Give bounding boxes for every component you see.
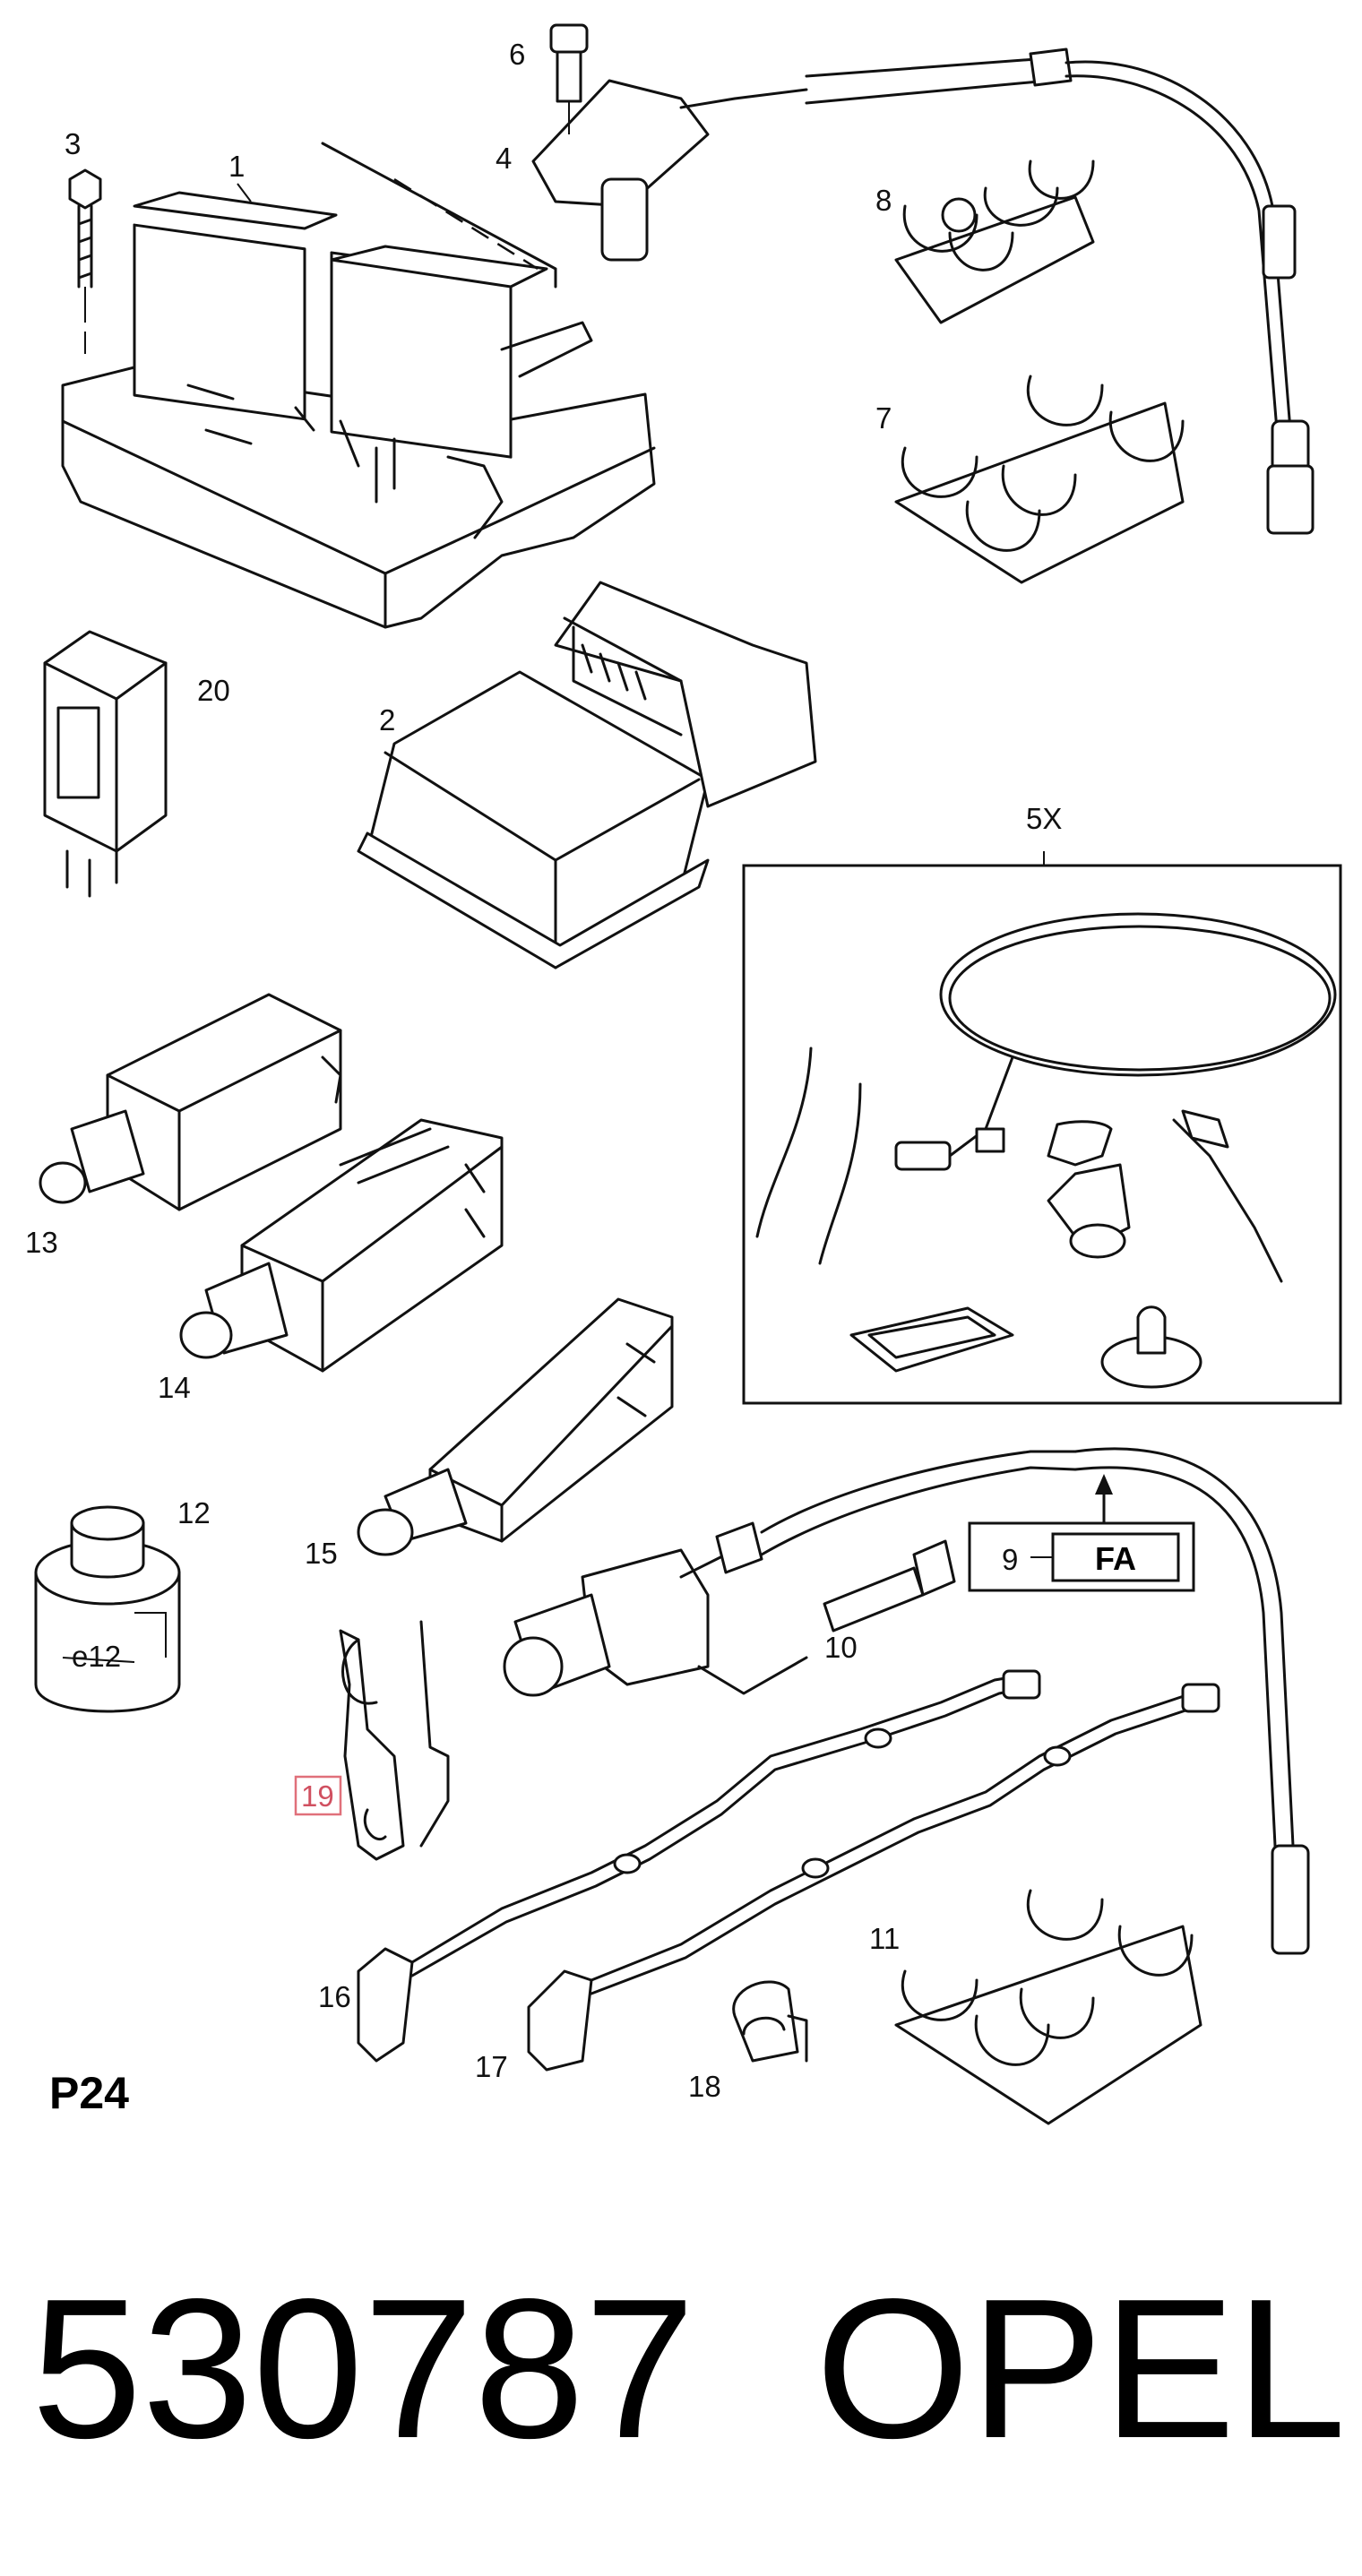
part-5x-repair-kit xyxy=(742,851,1342,1405)
callout-16: 16 xyxy=(318,1980,351,2013)
part-8-clip xyxy=(894,159,1095,324)
part-11-clip xyxy=(894,1889,1203,2125)
svg-text:e12: e12 xyxy=(72,1640,121,1673)
fa-label-text: FA xyxy=(1095,1540,1136,1577)
part-15-switch xyxy=(357,1297,674,1556)
callout-2: 2 xyxy=(379,703,395,737)
callout-10: 10 xyxy=(824,1631,858,1664)
part-9-fa-label: FA xyxy=(968,1474,1195,1592)
part-18-clip xyxy=(732,1980,808,2063)
page-code: P24 xyxy=(49,2068,129,2118)
callout-8: 8 xyxy=(875,184,892,217)
part-2-control-unit xyxy=(357,581,817,969)
callout-11: 11 xyxy=(869,1922,900,1955)
part-16-wear-sensor xyxy=(357,1669,1041,2063)
part-10-sensor xyxy=(503,1447,1310,1955)
callout-14: 14 xyxy=(158,1371,191,1404)
callout-13: 13 xyxy=(25,1226,58,1259)
part-19-clip xyxy=(339,1620,450,1861)
callout-5x: 5X xyxy=(1026,802,1062,835)
callout-9: 9 xyxy=(1002,1543,1018,1576)
callout-18: 18 xyxy=(688,2070,721,2103)
part-13-switch xyxy=(39,993,342,1211)
part-12-container: e12 xyxy=(34,1505,181,1713)
part-4-sensor xyxy=(531,47,1315,535)
part-14-switch xyxy=(179,1118,504,1373)
part-3-screw xyxy=(68,168,102,354)
callout-17: 17 xyxy=(475,2050,508,2083)
part-number: 530787 xyxy=(31,2258,695,2480)
part-6-screw xyxy=(549,23,589,134)
part-1-relay-base xyxy=(61,142,656,629)
callout-20: 20 xyxy=(197,674,230,707)
callout-12: 12 xyxy=(177,1496,211,1529)
brand-name: OPEL xyxy=(815,2258,1346,2480)
part-7-clip xyxy=(894,375,1185,584)
callout-3: 3 xyxy=(65,127,81,160)
callout-15: 15 xyxy=(305,1537,338,1570)
part-20-relay xyxy=(43,630,168,898)
callout-19-highlighted[interactable]: 19 xyxy=(294,1775,342,1816)
callout-19-highlight-box xyxy=(294,1775,342,1816)
callout-4: 4 xyxy=(496,142,512,175)
part-17-wear-sensor xyxy=(527,1683,1220,2072)
callout-6: 6 xyxy=(509,38,525,71)
callout-7: 7 xyxy=(875,401,892,435)
callout-19: 19 xyxy=(301,1779,334,1813)
callout-1: 1 xyxy=(228,150,245,183)
